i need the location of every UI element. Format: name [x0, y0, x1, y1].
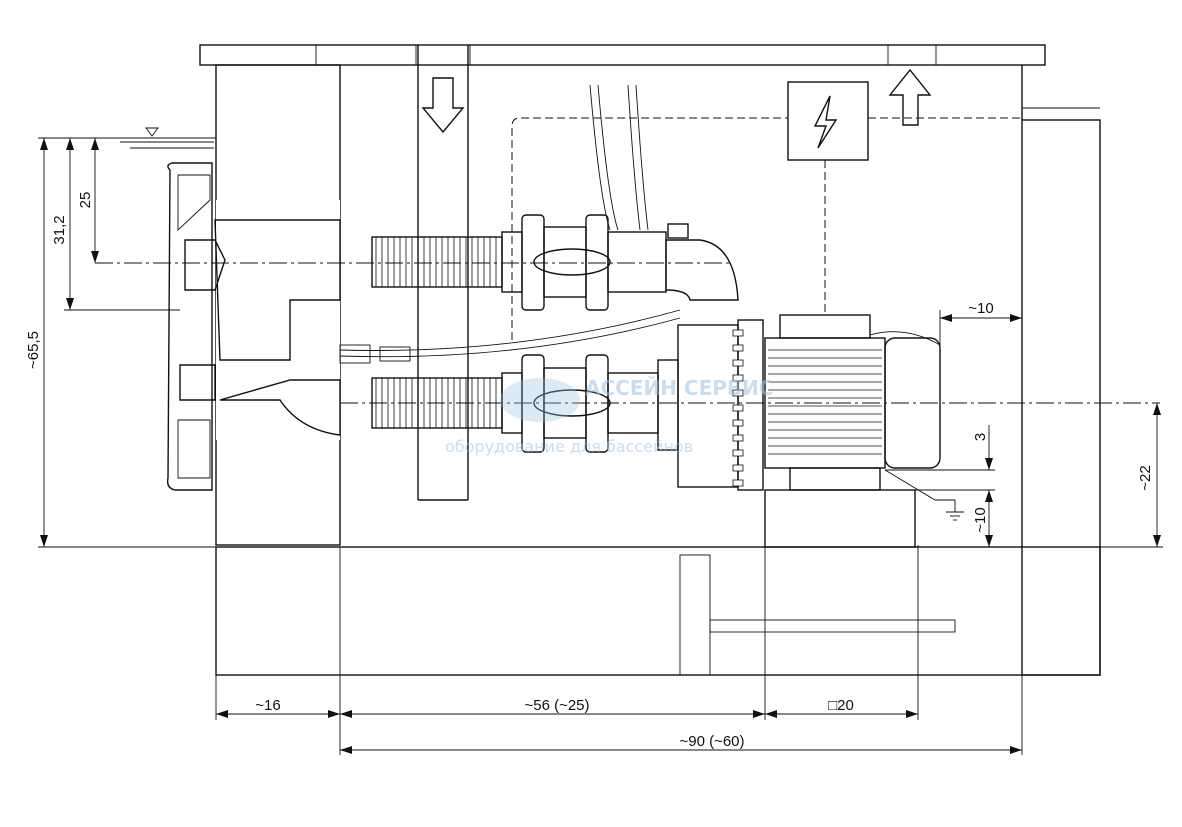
dim-label-pipe-run: ~56 (~25) [524, 697, 589, 714]
dim-pipe-run: ~56 (~25) [340, 697, 765, 718]
cables [339, 84, 681, 364]
dim-label-water-level: 25 [77, 192, 94, 209]
dim-lower-nozzle: 31,2 [51, 138, 180, 311]
jet-unit [166, 162, 341, 491]
upper-hose [371, 214, 739, 311]
water-level-icon [120, 127, 214, 149]
flange-bolt [732, 449, 744, 457]
floor-slab [215, 546, 1101, 676]
dim-label-shaft-height: ~22 [1137, 465, 1154, 490]
flange-bolt [732, 434, 744, 442]
watermark-line1: АССЕЙН СЕРВИС [585, 376, 774, 400]
watermark-line2: оборудование для бассейнов [445, 437, 693, 456]
dim-wall-thickness: ~16 [216, 697, 340, 718]
electrical-box [787, 81, 869, 161]
dim-total-length: ~90 (~60) [340, 733, 1022, 754]
arrow-up-icon [888, 68, 932, 126]
flange-bolt [732, 359, 744, 367]
dim-label-total-length: ~90 (~60) [679, 733, 744, 750]
dim-label-motor-clearance: ~10 [968, 300, 993, 317]
lightning-icon [813, 95, 838, 149]
pipe-shaft [417, 45, 469, 501]
dim-label-lower-nozzle: 31,2 [51, 215, 68, 244]
pool-wall [215, 64, 341, 546]
dim-motor-clearance: ~10 [939, 300, 1022, 345]
dim-label-floor-gap: ~10 [972, 507, 989, 532]
flange-bolt [732, 374, 744, 382]
flange-bolt [732, 344, 744, 352]
ground-icon [884, 469, 964, 521]
flange-bolt [732, 464, 744, 472]
dim-floor-gap: ~10 [972, 490, 993, 547]
arrow-down-icon [421, 77, 465, 134]
flange-bolt [732, 329, 744, 337]
dim-base-gap: 3 [885, 425, 995, 491]
watermark: АССЕЙН СЕРВИС оборудование для бассейнов [445, 376, 774, 456]
right-wall [1021, 65, 1101, 676]
dim-water-level: 25 [77, 138, 99, 263]
dim-total-height: ~65,5 [25, 137, 216, 548]
flange-bolt [732, 404, 744, 412]
pump-motor [764, 314, 941, 491]
flange-bolt [732, 479, 744, 487]
dim-label-base-gap: 3 [972, 433, 989, 441]
flange-bolt [732, 419, 744, 427]
motor-base [764, 489, 916, 548]
cable-route [511, 117, 788, 340]
dim-label-wall-thickness: ~16 [255, 697, 280, 714]
pump-flange [677, 319, 764, 491]
dim-motor-base: □20 [765, 697, 918, 718]
dim-shaft-height: ~22 [1022, 403, 1163, 548]
top-slab [199, 44, 1046, 66]
flange-bolt [732, 389, 744, 397]
dim-label-motor-base: □20 [828, 697, 854, 714]
dim-label-total-height: ~65,5 [25, 331, 42, 369]
